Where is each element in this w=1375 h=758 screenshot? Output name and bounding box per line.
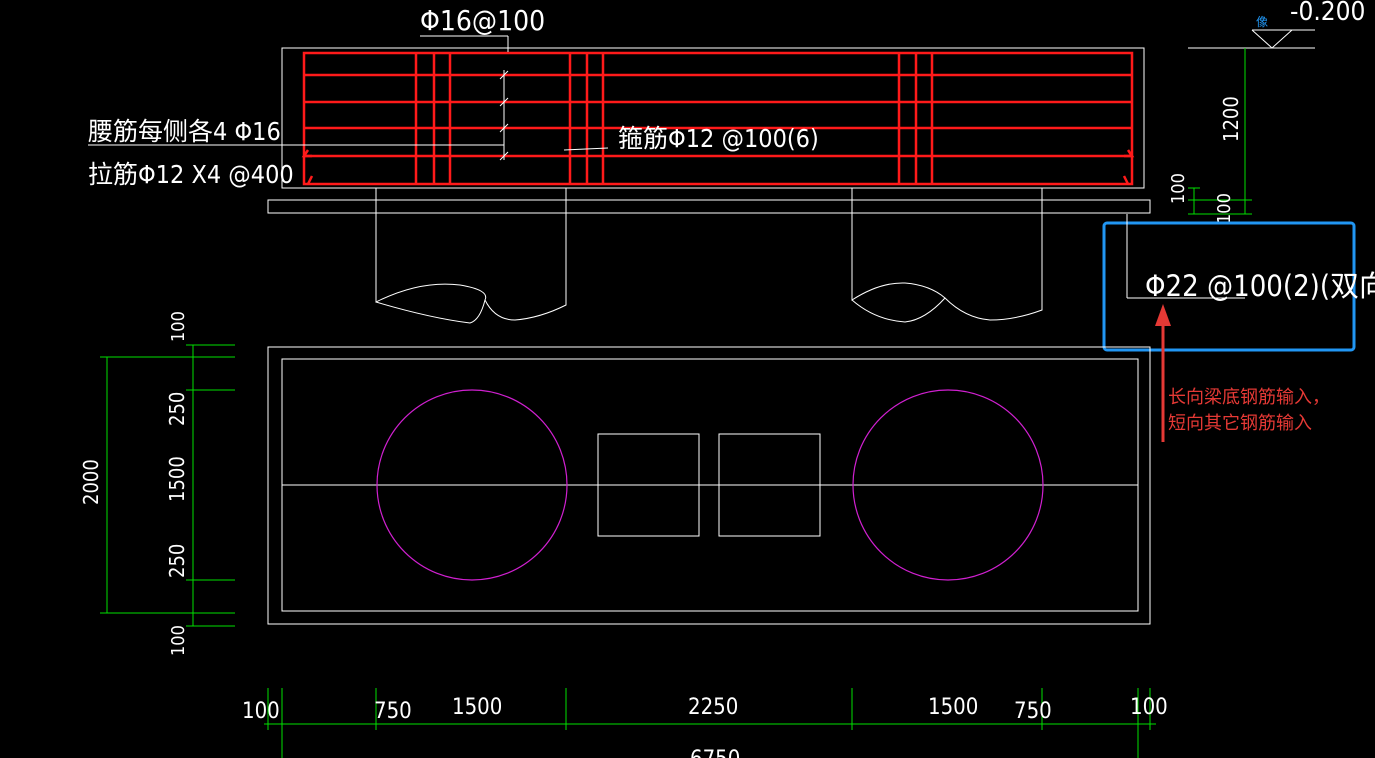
dim-height-100-a: 100 — [1168, 173, 1189, 204]
rebar-hook-bl — [306, 175, 314, 185]
dim-bottom-100-left: 100 — [242, 699, 280, 724]
highlight-box — [1102, 221, 1356, 352]
dim-bottom-2250: 2250 — [688, 695, 738, 720]
plan-bottom-dims — [264, 688, 1156, 758]
callout-highlight: Φ22 @100(2)(双向) 长向梁底钢筋输入， 短向其它钢筋输入 — [1102, 214, 1375, 442]
elevation-tag: 像 — [1256, 15, 1268, 29]
dim-bottom-100-right: 100 — [1130, 695, 1168, 720]
pile-right-break-right — [944, 188, 1043, 321]
pile-cap-plan — [267, 346, 1151, 625]
beam-outline — [281, 47, 1145, 189]
rebar-hook-br — [1122, 175, 1130, 185]
rebar-outer-stirrup — [302, 51, 1134, 186]
dim-bottom-1500-left: 1500 — [452, 695, 502, 720]
note-line-2: 短向其它钢筋输入 — [1168, 413, 1312, 434]
dim-height-100-b: 100 — [1214, 193, 1235, 224]
waist-rebar-label: 腰筋每侧各4 Φ16 — [88, 117, 281, 146]
pile-right-break — [851, 188, 946, 323]
rebar-cage — [301, 51, 1135, 186]
stirrup-leader — [563, 147, 609, 151]
pile-left-circle — [376, 389, 568, 581]
note-arrow-icon — [1155, 304, 1171, 326]
pile-right-circle — [852, 389, 1044, 581]
dim-plan-top-cover: 100 — [168, 311, 189, 342]
rebar-hook-left — [301, 149, 312, 158]
dim-plan-lower: 250 — [165, 544, 189, 578]
dim-plan-total: 2000 — [79, 459, 103, 505]
waist-rebar-ticks — [499, 70, 509, 161]
cap-slab-outline — [267, 199, 1151, 214]
bottom-rebar-label: Φ22 @100(2)(双向) — [1145, 269, 1375, 303]
dim-plan-bottom-cover: 100 — [168, 625, 189, 656]
rebar-hook-right — [1124, 149, 1135, 158]
stirrup-label: 箍筋Φ12 @100(6) — [618, 124, 819, 153]
column-left-square — [597, 433, 700, 537]
column-right-square — [718, 433, 821, 537]
plan-left-dims — [100, 344, 235, 627]
plan-left-dim-labels: 2000 100 250 1500 250 100 — [79, 311, 189, 656]
plan-bottom-dim-labels: 100 750 1500 2250 1500 750 100 6750 — [242, 695, 1168, 758]
dim-height-1200: 1200 — [1219, 96, 1243, 142]
pile-left-break-right — [484, 188, 567, 321]
dim-bottom-1500-right: 1500 — [928, 695, 978, 720]
dim-plan-upper: 250 — [165, 392, 189, 426]
pile-left-break — [375, 188, 487, 324]
dim-plan-middle: 1500 — [165, 456, 189, 502]
dim-bottom-total: 6750 — [690, 747, 740, 758]
plan-outer-outline — [267, 346, 1151, 625]
tie-rebar-label: 拉筋Φ12 X4 @400 — [88, 160, 294, 189]
beam-section-elevation: Φ16@100 腰筋每侧各4 Φ16 拉筋Φ12 X4 @400 箍筋Φ12 @… — [88, 0, 1365, 324]
elevation-marker: -0.200 像 — [1188, 0, 1365, 49]
top-rebar-label: Φ16@100 — [420, 4, 545, 37]
elevation-value: -0.200 — [1290, 0, 1365, 27]
dim-bottom-750-left: 750 — [374, 699, 412, 724]
section-height-dims — [1188, 48, 1252, 215]
note-line-1: 长向梁底钢筋输入， — [1168, 387, 1330, 408]
dim-bottom-750-right: 750 — [1014, 699, 1052, 724]
